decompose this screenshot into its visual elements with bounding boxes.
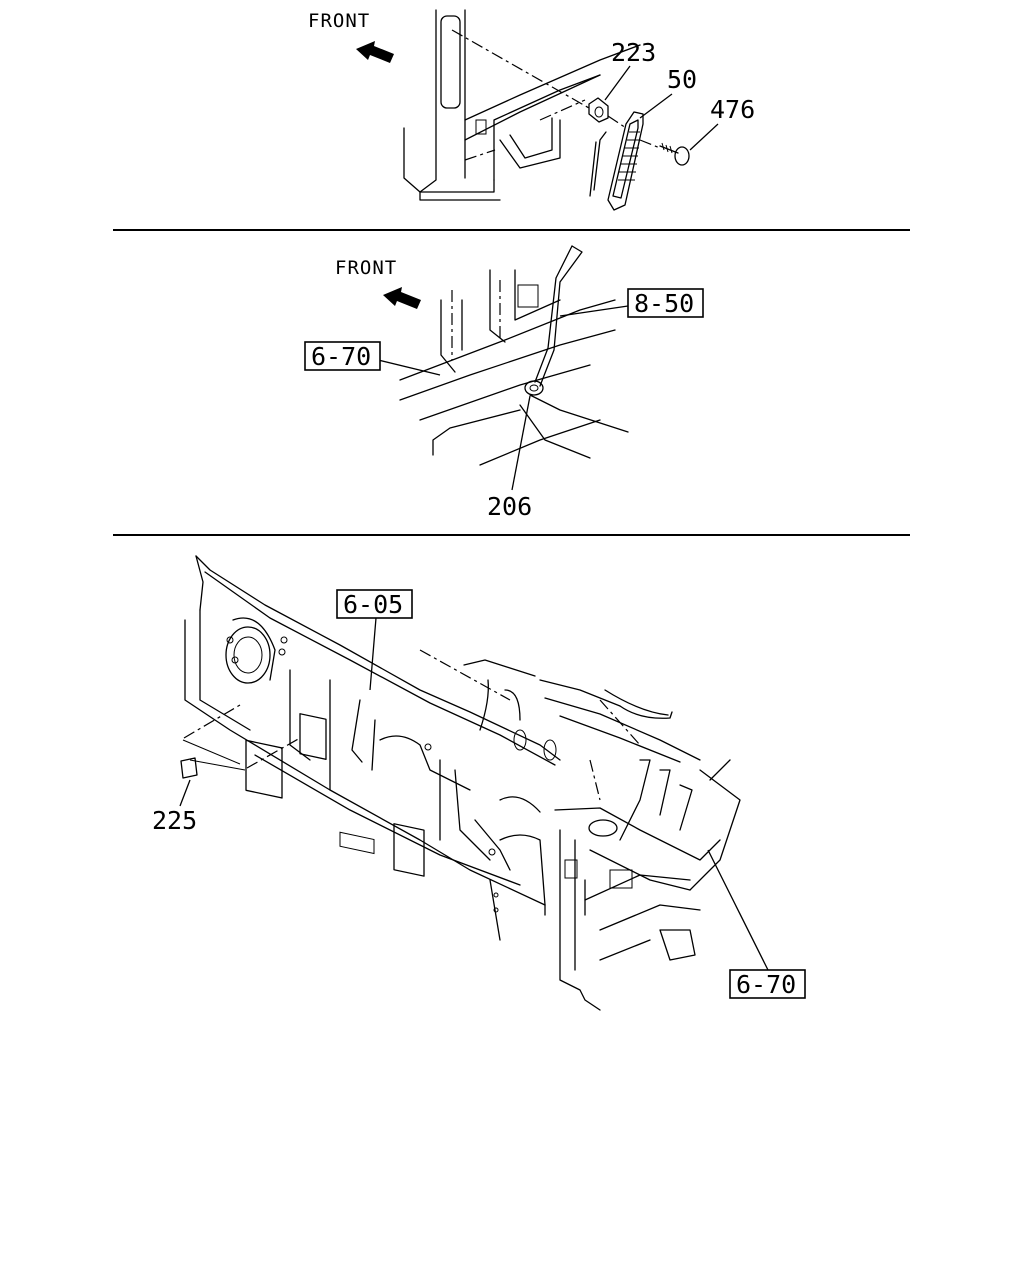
callout-476: 476 <box>710 95 755 124</box>
panel-top: FRONT <box>308 9 755 211</box>
ref-label-6-05: 6-05 <box>343 590 403 619</box>
panel-bottom: 6-05 6-70 225 <box>152 555 806 1011</box>
ref-box-6-05[interactable] <box>336 589 413 619</box>
ref-label-6-70-middle: 6-70 <box>311 342 371 371</box>
plug-225 <box>180 704 301 779</box>
body-pillar-drawing <box>403 9 641 201</box>
screw-476 <box>659 142 690 166</box>
ref-box-6-70-middle[interactable] <box>304 341 381 371</box>
callout-50: 50 <box>667 65 697 94</box>
panel-middle: FRONT 8-5 <box>304 245 704 521</box>
ref-label-8-50: 8-50 <box>634 289 694 318</box>
vent-grille-50 <box>589 111 644 211</box>
front-label-middle: FRONT <box>335 257 397 279</box>
front-label-top: FRONT <box>308 10 370 32</box>
floor-and-pipe-drawing <box>399 245 629 466</box>
callout-223: 223 <box>611 38 656 67</box>
dash-panel-drawing <box>184 555 741 1011</box>
ref-label-6-70-bottom: 6-70 <box>736 970 796 999</box>
front-arrow-icon <box>356 41 394 63</box>
callout-225: 225 <box>152 806 197 835</box>
callout-206: 206 <box>487 492 532 521</box>
ref-box-8-50[interactable] <box>627 288 704 318</box>
ref-box-6-70-bottom[interactable] <box>729 969 806 999</box>
clip-223 <box>588 97 609 123</box>
front-arrow-icon <box>383 287 421 309</box>
grommet-206 <box>524 380 544 396</box>
